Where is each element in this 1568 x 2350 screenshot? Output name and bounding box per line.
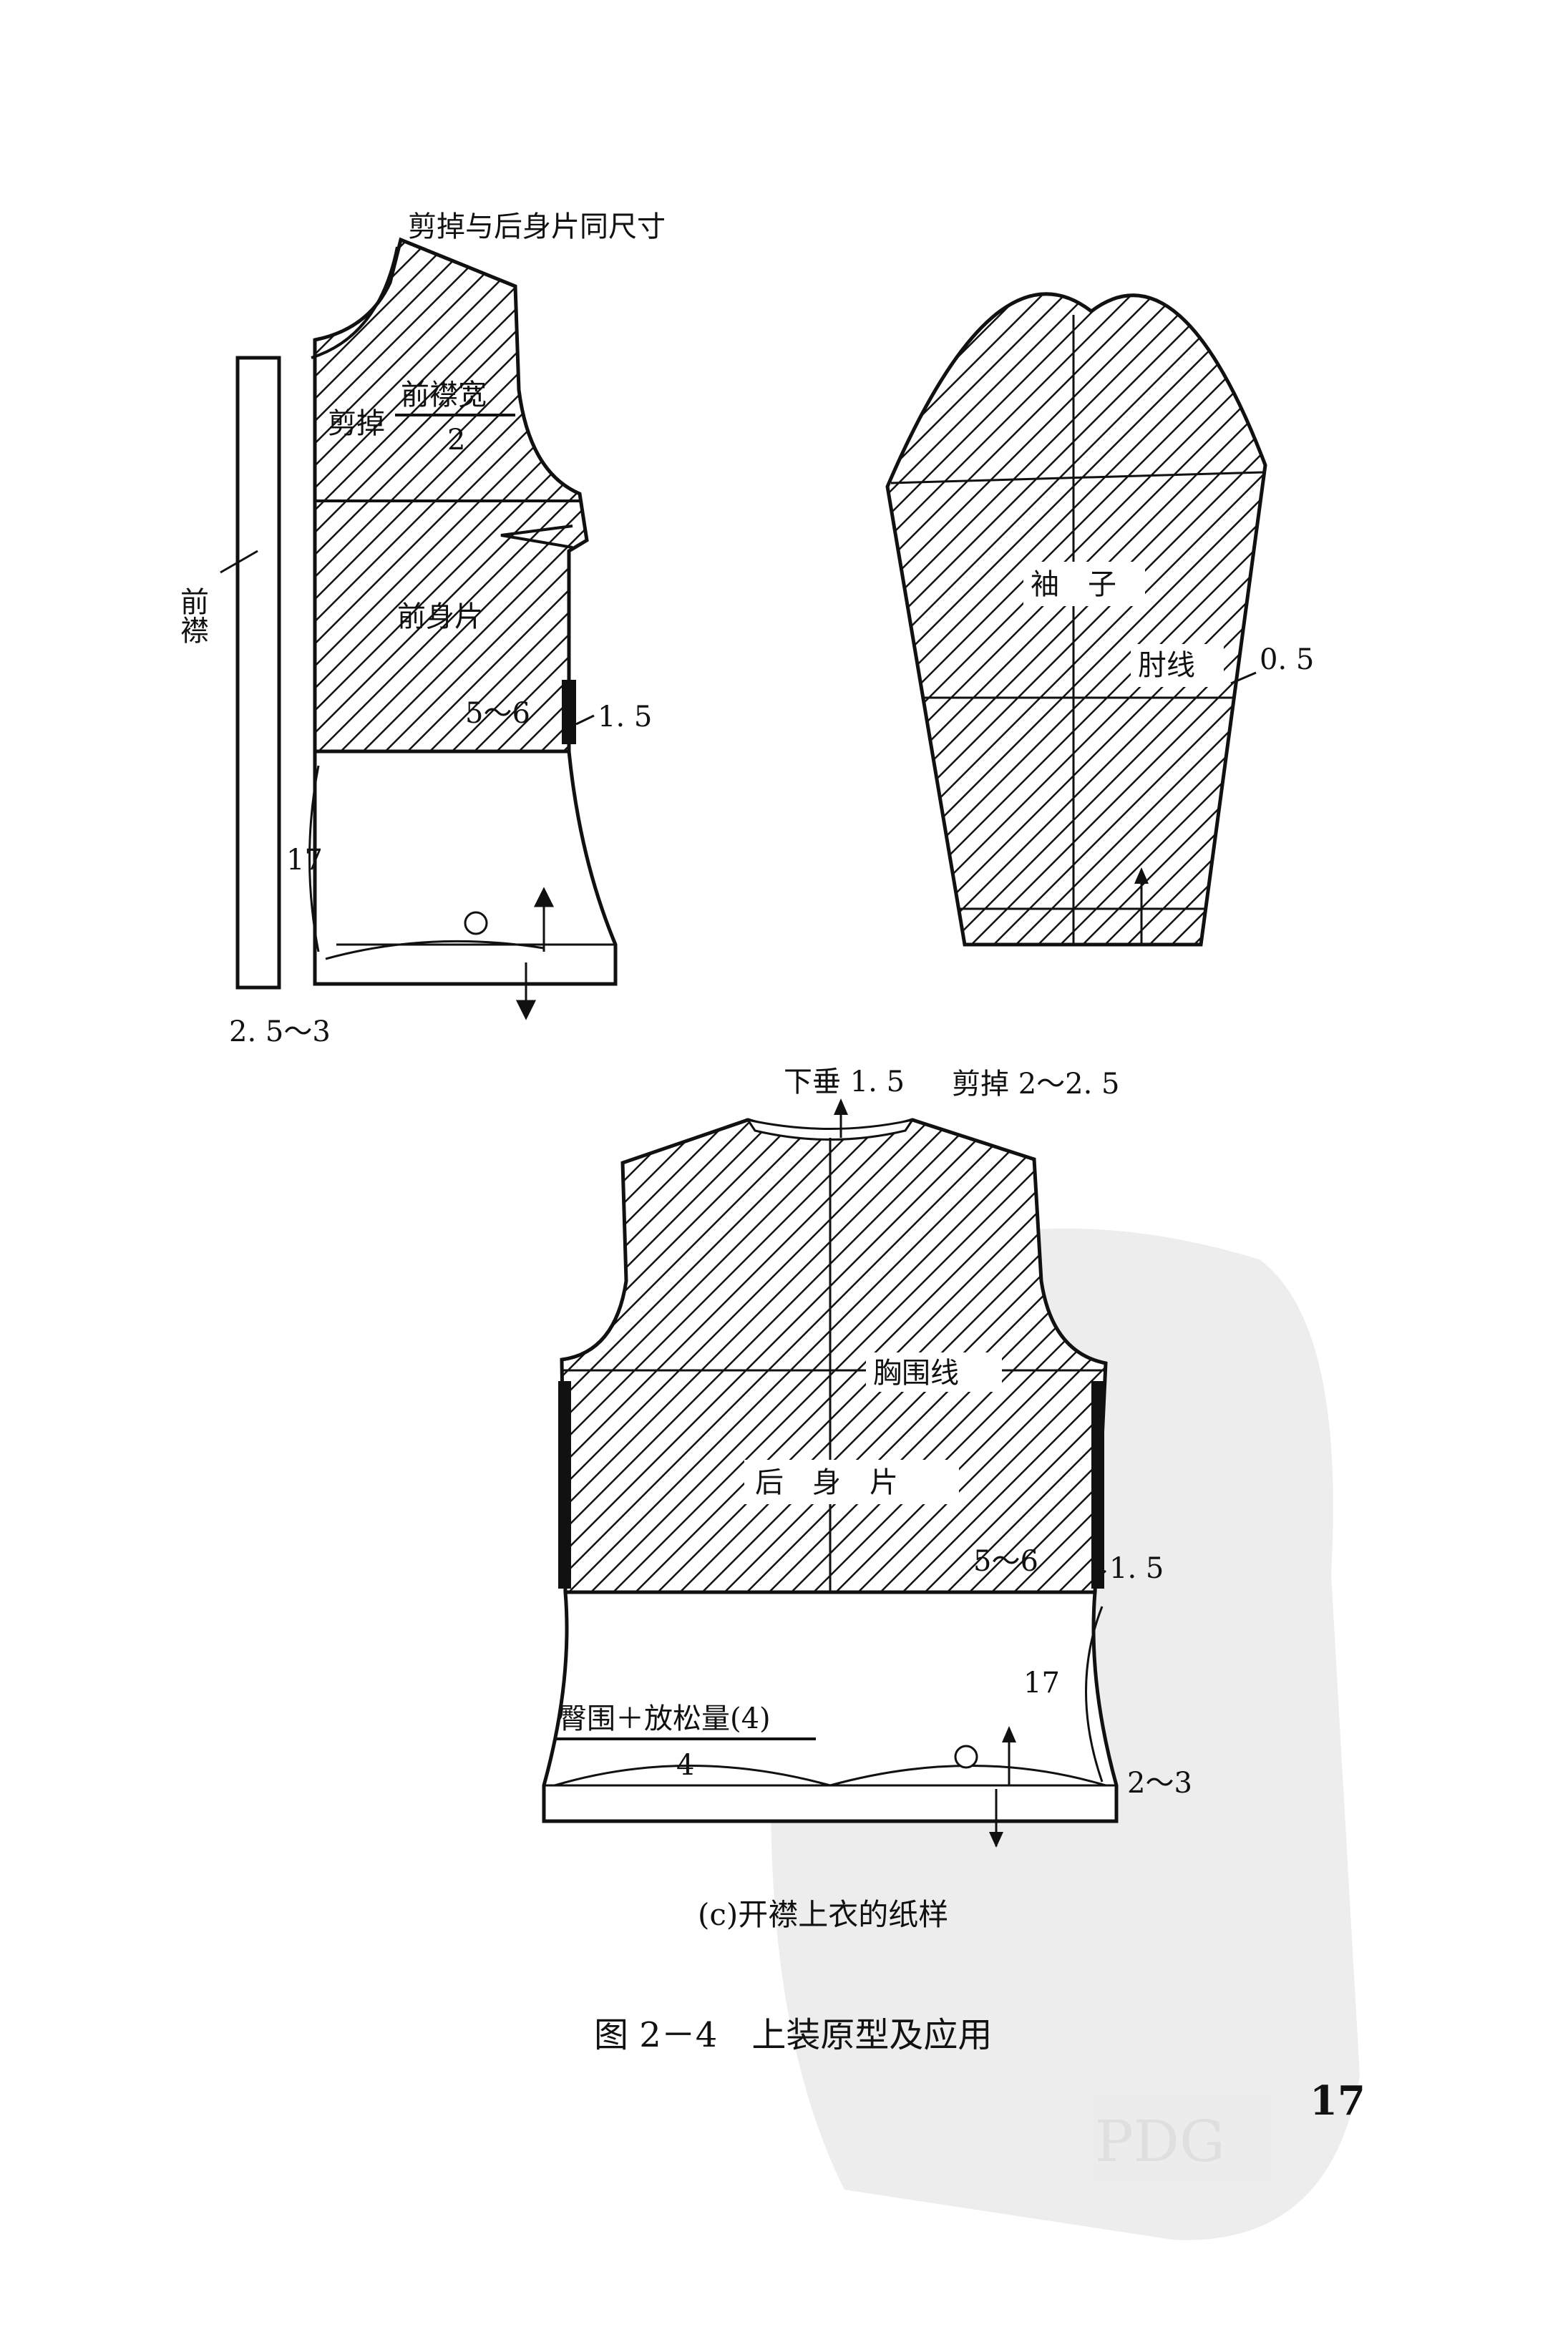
- label-back-piece: 后 身 片: [755, 1466, 898, 1499]
- back-piece-diagram: [542, 1098, 1119, 1848]
- dim-front-17: 17: [286, 844, 323, 877]
- watermark-text: PDG: [1095, 2108, 1225, 2175]
- label-cut-same-as-back: 剪掉与后身片同尺寸: [408, 210, 666, 243]
- back-piece-labels: 下垂 1. 5 剪掉 2～2. 5 胸围线 后 身 片 5～6 1. 5 17 …: [555, 1066, 1192, 1800]
- label-elbow-line: 肘线: [1138, 649, 1195, 682]
- front-piece-diagram: [220, 237, 618, 1020]
- label-sleeve: 袖 子: [1031, 568, 1116, 601]
- label-bust-line: 胸围线: [873, 1357, 959, 1390]
- dim-front-1-5: 1. 5: [598, 701, 652, 733]
- subcaption: (c)开襟上衣的纸样: [698, 1897, 948, 1932]
- dim-front-2-5-3: 2. 5～3: [229, 1015, 331, 1048]
- dim-back-1-5: 1. 5: [1109, 1552, 1164, 1585]
- sleeve-hatched-area: [885, 292, 1267, 947]
- sleeve-diagram: [885, 292, 1267, 947]
- label-back-cut: 剪掉 2～2. 5: [952, 1068, 1120, 1101]
- label-placket: 前襟: [175, 587, 208, 644]
- back-body-hatched-area: [560, 1118, 1108, 1594]
- placket-fraction-denominator: 2: [447, 424, 465, 457]
- front-placket-strip: [235, 356, 281, 990]
- label-drop: 下垂 1. 5: [784, 1066, 905, 1098]
- front-piece-labels: 剪掉与后身片同尺寸 剪掉 前襟宽 2 前襟 前身片 5～6 1. 5 17 2.…: [175, 210, 666, 1048]
- dim-sleeve-0-5: 0. 5: [1260, 643, 1314, 676]
- page-number: 17: [1310, 2077, 1365, 2125]
- placket-fraction-numerator: 前襟宽: [401, 379, 487, 411]
- label-front-cut: 剪掉: [328, 407, 385, 440]
- front-body-lower: [313, 749, 618, 986]
- hip-fraction-denominator: 4: [676, 1749, 694, 1782]
- placket-pointer: [220, 550, 258, 574]
- front-body-hatched-area: [313, 237, 589, 754]
- sleeve-labels: 袖 子 肘线 0. 5: [1031, 568, 1314, 682]
- dim-front-5-6: 5～6: [465, 697, 530, 730]
- dim-back-5-6: 5～6: [973, 1545, 1038, 1578]
- dim-back-17: 17: [1023, 1667, 1060, 1700]
- label-front-piece: 前身片: [397, 600, 483, 633]
- dim-back-2-3: 2～3: [1127, 1767, 1192, 1800]
- hip-fraction-numerator: 臀围＋放松量(4): [558, 1702, 771, 1735]
- figure-caption: 图 2－4 上装原型及应用: [594, 2015, 992, 2055]
